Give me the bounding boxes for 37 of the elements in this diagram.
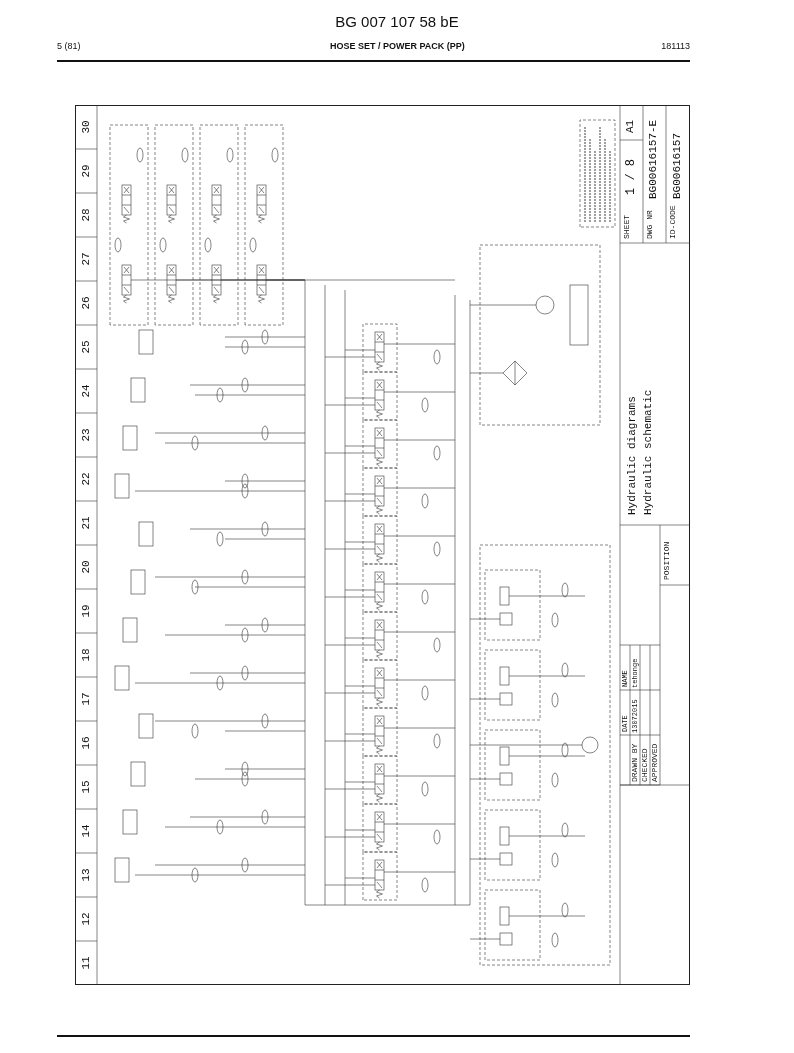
drawing-subtitle: Hydraulic schematic: [643, 389, 654, 515]
grid-number: 20: [81, 559, 92, 576]
grid-number: 30: [81, 119, 92, 136]
grid-number: 23: [81, 427, 92, 444]
grid-number: 15: [81, 779, 92, 796]
table-label: ID-CODE: [669, 205, 677, 239]
grid-number: 19: [81, 603, 92, 620]
table-label: CHECKED: [641, 748, 649, 782]
grid-number: 25: [81, 339, 92, 356]
drawing-title: Hydraulic diagrams: [627, 396, 638, 515]
grid-number: 21: [81, 515, 92, 532]
grid-number: 28: [81, 207, 92, 224]
grid-number: 12: [81, 911, 92, 928]
id-code: BG00616157: [672, 133, 683, 199]
page-number: 5 (81): [57, 42, 81, 51]
grid-number: 16: [81, 735, 92, 752]
table-label: APPROVED: [651, 743, 659, 782]
grid-number: 24: [81, 383, 92, 400]
drawing-number: BG00616157-E: [648, 119, 659, 199]
section-title: HOSE SET / POWER PACK (PP): [330, 42, 465, 51]
table-label: POSITION: [663, 541, 671, 580]
document-date: 181113: [661, 42, 690, 51]
grid-number: 18: [81, 647, 92, 664]
grid-number: 14: [81, 823, 92, 840]
sheet-number: 1 / 8: [625, 159, 637, 195]
document-number: BG 007 107 58 bE: [334, 14, 460, 29]
table-label: SHEET: [623, 215, 631, 239]
grid-number: 11: [81, 955, 92, 972]
grid-number: 22: [81, 471, 92, 488]
grid-number: 17: [81, 691, 92, 708]
grid-number: 27: [81, 251, 92, 268]
grid-number: 13: [81, 867, 92, 884]
table-label: DRAWN BY: [631, 743, 639, 782]
grid-number: 26: [81, 295, 92, 312]
grid-number: 29: [81, 163, 92, 180]
table-label: DWG NR: [646, 210, 654, 239]
sheet-size: A1: [625, 119, 636, 133]
